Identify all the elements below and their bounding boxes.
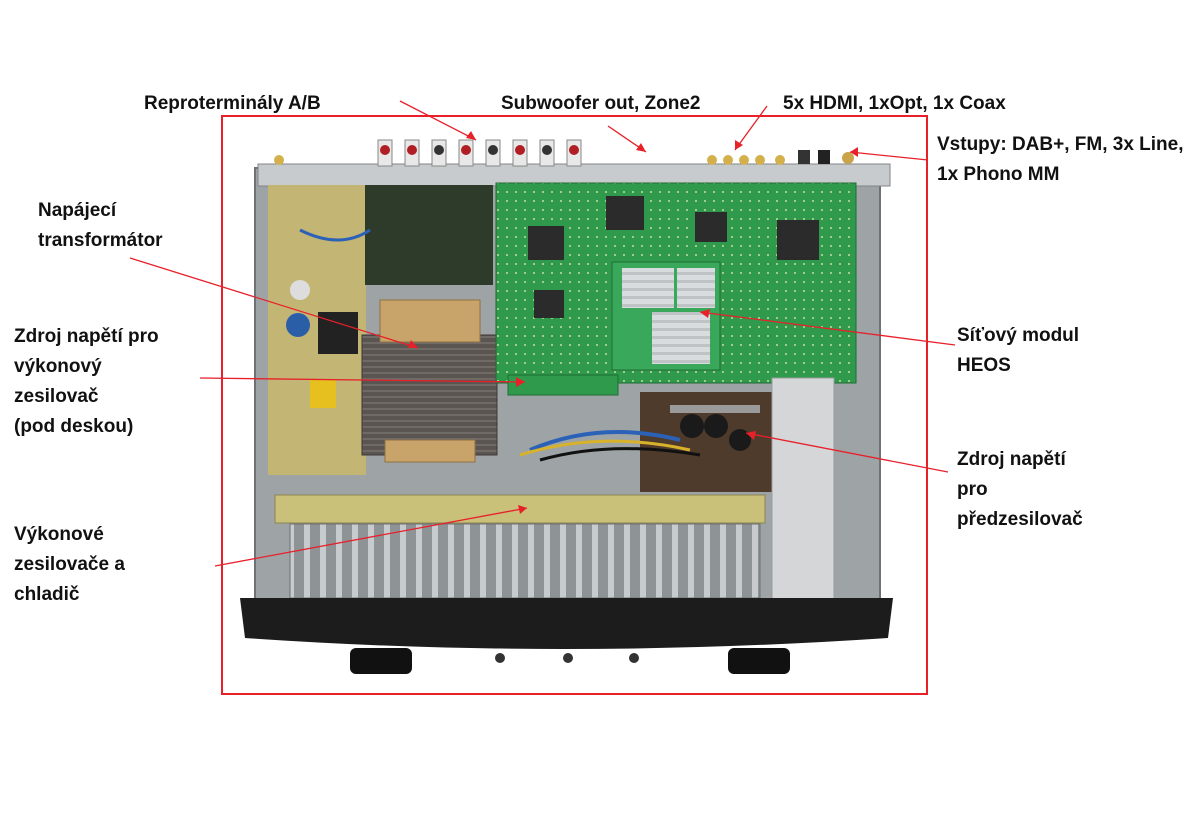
- label-amp-psu: Zdroj napětí pro výkonový zesilovač (pod…: [14, 326, 159, 437]
- label-analog-inputs: Vstupy: DAB+, FM, 3x Line, 1x Phono MM: [937, 134, 1184, 185]
- highlight-frame: [221, 115, 928, 695]
- speaker-terminals: [377, 139, 582, 167]
- label-transformer: Napájecí transformátor: [38, 200, 163, 251]
- heos-network-module: [611, 261, 721, 371]
- rear-input-jacks: [274, 150, 854, 165]
- ribbon-cable: [771, 377, 835, 609]
- label-speaker-terminals: Reproterminály A/B: [144, 93, 321, 114]
- preamp-psu-board: [640, 392, 780, 492]
- label-digital-inputs: 5x HDMI, 1xOpt, 1x Coax: [783, 93, 1006, 114]
- annotation-lines: [129, 100, 956, 567]
- heatsink-fins: [289, 523, 761, 599]
- label-subwoofer-out: Subwoofer out, Zone2: [501, 93, 701, 114]
- label-power-amps: Výkonové zesilovače a chladič: [14, 524, 125, 605]
- mains-board: [365, 185, 493, 285]
- power-transformer: [361, 299, 498, 463]
- label-heos-module: Síťový modul HEOS: [957, 325, 1080, 376]
- label-preamp-psu: Zdroj napětí pro předzesilovač: [957, 449, 1083, 530]
- annotation-arrowheads: [408, 131, 858, 514]
- front-panel: [240, 598, 893, 674]
